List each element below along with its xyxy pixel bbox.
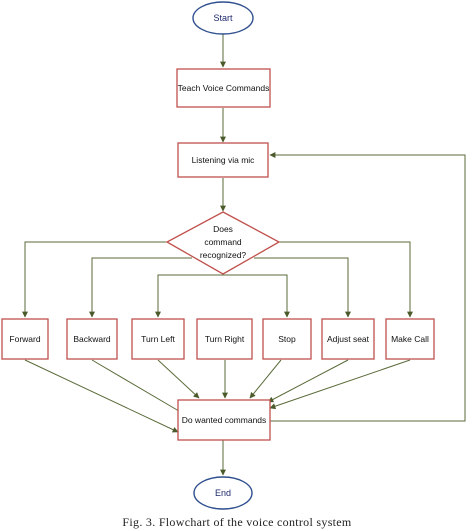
make-call-node: Make Call — [385, 318, 435, 360]
teach-label: Teach Voice Commands — [178, 83, 270, 93]
teach-node: Teach Voice Commands — [176, 68, 271, 108]
make-call-box — [385, 318, 435, 360]
arrow-turn-left-to-do — [157, 359, 200, 399]
forward-label: Forward — [9, 334, 40, 344]
stop-box — [262, 318, 312, 360]
decision-node: Does command recognized? — [165, 211, 281, 275]
arrow-stop-to-do — [249, 359, 282, 399]
adjust-seat-label: Adjust seat — [327, 334, 370, 344]
loop-back-to-listen — [269, 152, 466, 422]
decision-label-line-2: command — [204, 237, 242, 247]
arrow-backward-to-do — [91, 359, 185, 415]
listen-label: Listening via mic — [192, 155, 256, 165]
arrow-to-turn-left — [155, 274, 223, 318]
decision-label-line-3: recognized? — [200, 250, 247, 260]
stop-label: Stop — [278, 334, 296, 344]
arrow-forward-to-do — [24, 359, 179, 433]
connectors — [22, 34, 466, 476]
end-oval — [193, 476, 253, 510]
arrow-to-make-call — [279, 241, 413, 318]
teach-box — [176, 68, 271, 108]
backward-node: Backward — [66, 318, 118, 360]
listen-box — [177, 142, 269, 178]
turn-right-node: Turn Right — [196, 318, 253, 360]
make-call-label: Make Call — [391, 334, 429, 344]
arrow-to-adjust-seat — [254, 257, 351, 318]
adjust-seat-node: Adjust seat — [321, 318, 375, 360]
arrow-make-call-to-do — [269, 359, 411, 410]
listen-node: Listening via mic — [177, 142, 269, 178]
do-wanted-label: Do wanted commands — [182, 415, 267, 425]
do-wanted-node: Do wanted commands — [177, 399, 271, 441]
end-node: End — [193, 476, 253, 510]
decision-diamond — [165, 211, 281, 275]
decision-label-line-1: Does — [213, 224, 233, 234]
arrow-to-backward — [89, 257, 192, 318]
start-oval — [192, 1, 254, 35]
start-node: Start — [192, 1, 254, 35]
forward-node: Forward — [1, 318, 49, 360]
turn-right-label: Turn Right — [205, 334, 245, 344]
end-label: End — [215, 488, 231, 498]
arrow-adjust-seat-to-do — [267, 359, 349, 403]
start-label: Start — [213, 13, 233, 23]
backward-label: Backward — [73, 334, 111, 344]
arrow-to-stop — [223, 274, 290, 318]
figure-caption: Fig. 3. Flowchart of the voice control s… — [122, 515, 351, 529]
turn-left-node: Turn Left — [131, 318, 185, 360]
arrow-to-forward — [22, 241, 167, 318]
do-wanted-box — [177, 399, 271, 441]
backward-box — [66, 318, 118, 360]
forward-box — [1, 318, 49, 360]
turn-left-label: Turn Left — [141, 334, 175, 344]
adjust-seat-box — [321, 318, 375, 360]
turn-right-box — [196, 318, 253, 360]
stop-node: Stop — [262, 318, 312, 360]
turn-left-box — [131, 318, 185, 360]
